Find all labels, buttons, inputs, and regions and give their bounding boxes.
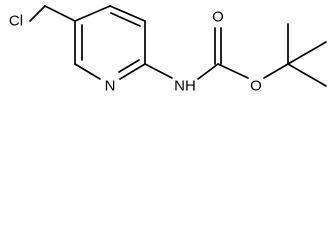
- bond-cq-me-right: [287, 41, 327, 65]
- bond-c4-c3-inner: [110, 12, 141, 27]
- ring-nitrogen-label: N: [105, 78, 116, 95]
- amide-nh-label: NH: [174, 78, 196, 95]
- carbonyl-oxygen-label: O: [212, 9, 224, 26]
- bond-nh-carbonyl: [197, 63, 219, 80]
- bond-oester-cq: [263, 63, 289, 79]
- bond-c2-n1-outer: [119, 63, 146, 80]
- bond-carbonyl-oester: [217, 63, 249, 79]
- bond-c2-n1-inner: [118, 59, 140, 73]
- chlorine-label: Cl: [9, 13, 23, 30]
- bond-ch2-c5: [44, 5, 76, 22]
- bond-c4-c3-outer: [109, 5, 146, 22]
- molecule-structure: Cl N NH O O: [9, 5, 327, 95]
- bond-c2-nh: [144, 63, 173, 79]
- bond-c5-c4: [74, 5, 111, 22]
- ester-oxygen-label: O: [250, 78, 262, 95]
- bond-cl-ch2: [29, 5, 46, 22]
- bond-n1-c6: [74, 63, 101, 80]
- bond-cq-me-bottom: [287, 63, 327, 87]
